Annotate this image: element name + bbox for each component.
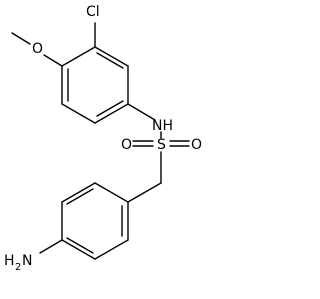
- structure-diagram: Cl O NH S O O H 2 N: [4, 4, 202, 273]
- bond-o-ch3: [11, 32, 31, 45]
- methoxy-oxygen-label: O: [32, 41, 43, 57]
- amine-h-label: H: [4, 253, 15, 269]
- amine-n-label: N: [22, 253, 32, 269]
- upper-benzene-ring: [61, 46, 129, 124]
- bond-c-n: [127, 103, 156, 121]
- bond-c-o-methoxy: [43, 54, 63, 67]
- bond-c-nh2: [39, 239, 63, 254]
- sulfonyl-oxygen-right-label: O: [191, 137, 202, 153]
- sulfur-label: S: [157, 137, 166, 153]
- chlorine-label: Cl: [86, 4, 100, 20]
- lower-benzene-ring: [61, 182, 129, 260]
- amine-group-label: H 2 N: [4, 253, 32, 273]
- sulfonyl-oxygen-left-label: O: [121, 137, 132, 153]
- amine-subscript-label: 2: [15, 262, 21, 273]
- amide-nitrogen-label: NH: [152, 118, 173, 134]
- bond-ch2-ring: [127, 182, 162, 203]
